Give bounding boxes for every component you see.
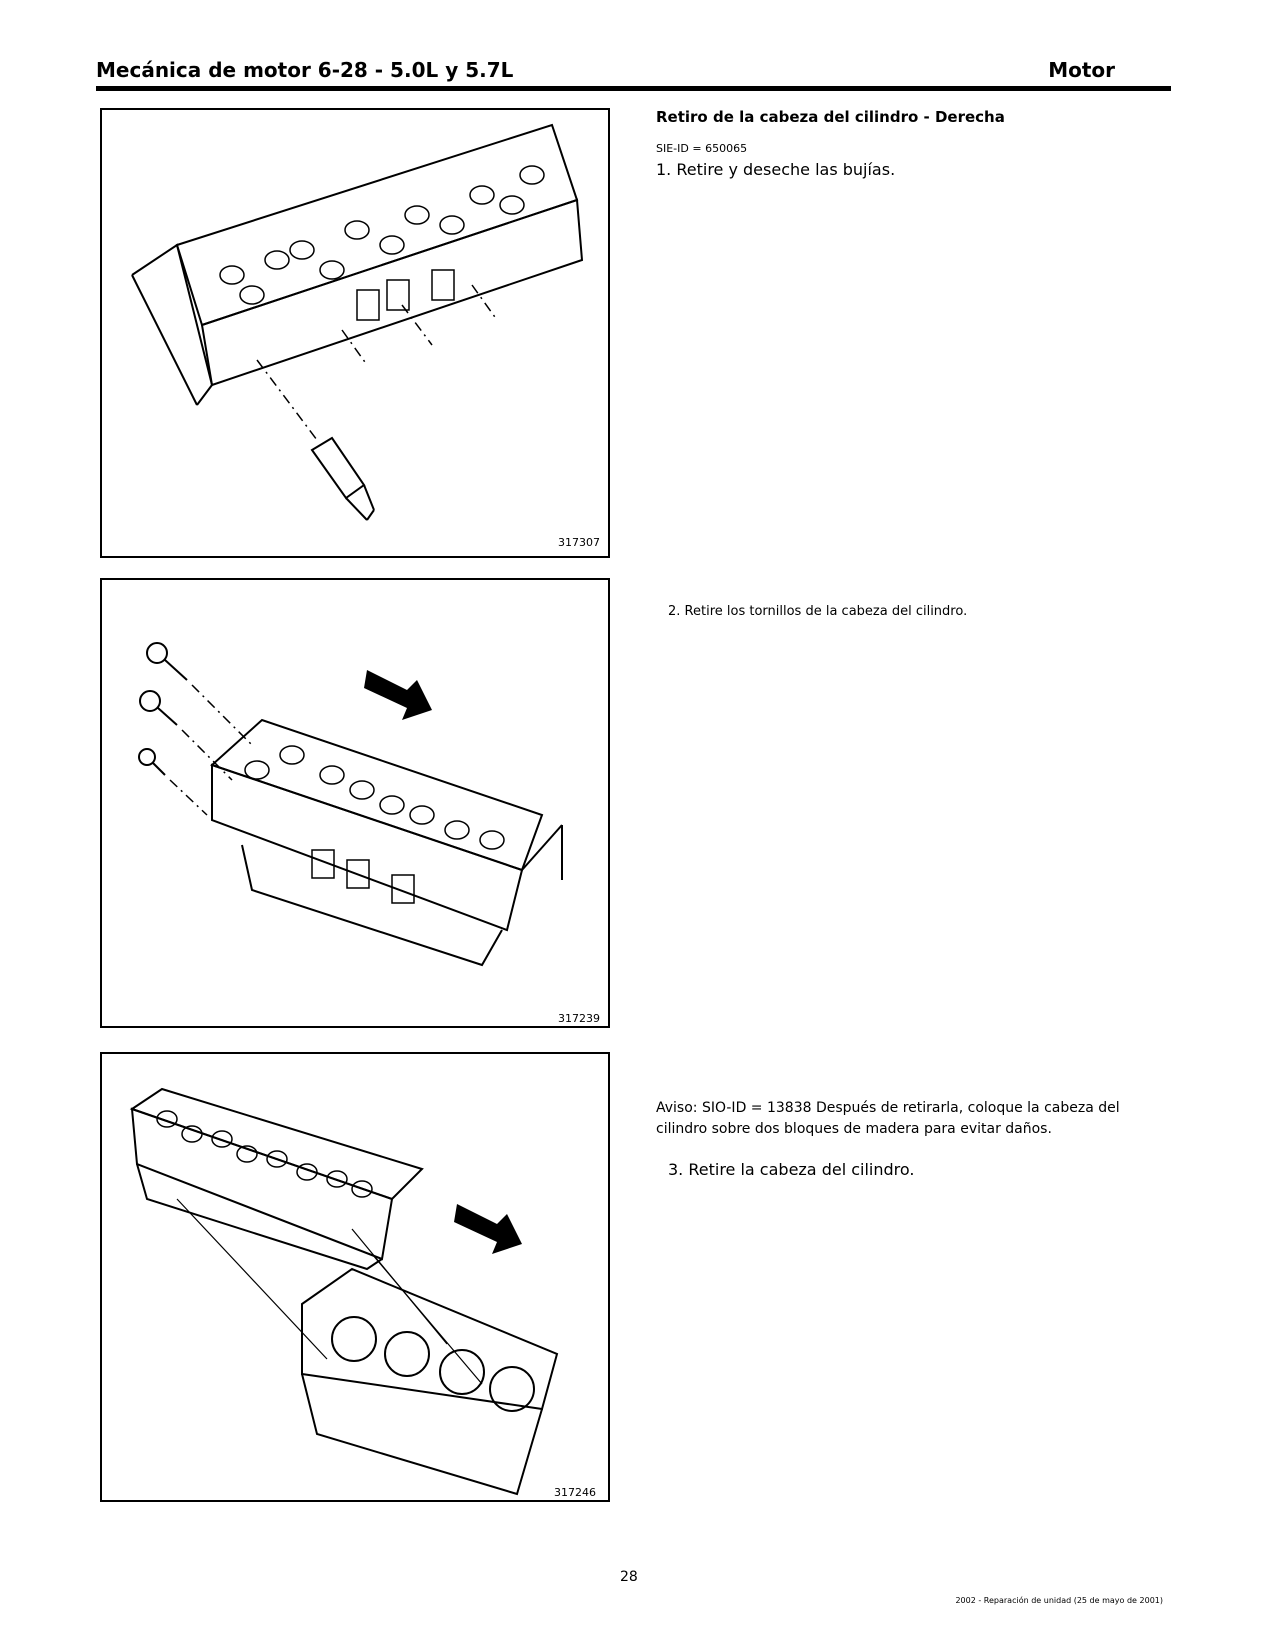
step-3-text: 3. Retire la cabeza del cilindro.	[668, 1160, 915, 1179]
step-1-text: 1. Retire y deseche las bujías.	[656, 160, 896, 179]
section-title: Retiro de la cabeza del cilindro - Derec…	[656, 108, 1005, 126]
footer-edition: 2002 - Reparación de unidad (25 de mayo …	[955, 1596, 1163, 1605]
figure-id-3: 317246	[554, 1486, 596, 1499]
cylinder-head-block-illustration	[129, 1087, 559, 1496]
notice-text: Aviso: SIO-ID = 13838 Después de retirar…	[656, 1100, 1120, 1137]
cylinder-head-bolts-illustration	[138, 642, 563, 967]
document-title: Mecánica de motor 6-28 - 5.0L y 5.7L	[96, 58, 514, 82]
figure-bolt-removal	[100, 578, 610, 1028]
figure-id-2: 317239	[558, 1012, 600, 1025]
header-rule	[96, 86, 1171, 91]
figure-spark-plug-removal	[100, 108, 610, 558]
sie-id-label: SIE-ID = 650065	[656, 142, 748, 155]
step-2-text: 2. Retire los tornillos de la cabeza del…	[668, 604, 968, 619]
figure-id-1: 317307	[558, 536, 600, 549]
page-number: 28	[620, 1569, 638, 1585]
figure-head-removal	[100, 1052, 610, 1502]
cylinder-head-spark-plug-illustration	[131, 123, 584, 521]
section-name: Motor	[1048, 58, 1115, 82]
